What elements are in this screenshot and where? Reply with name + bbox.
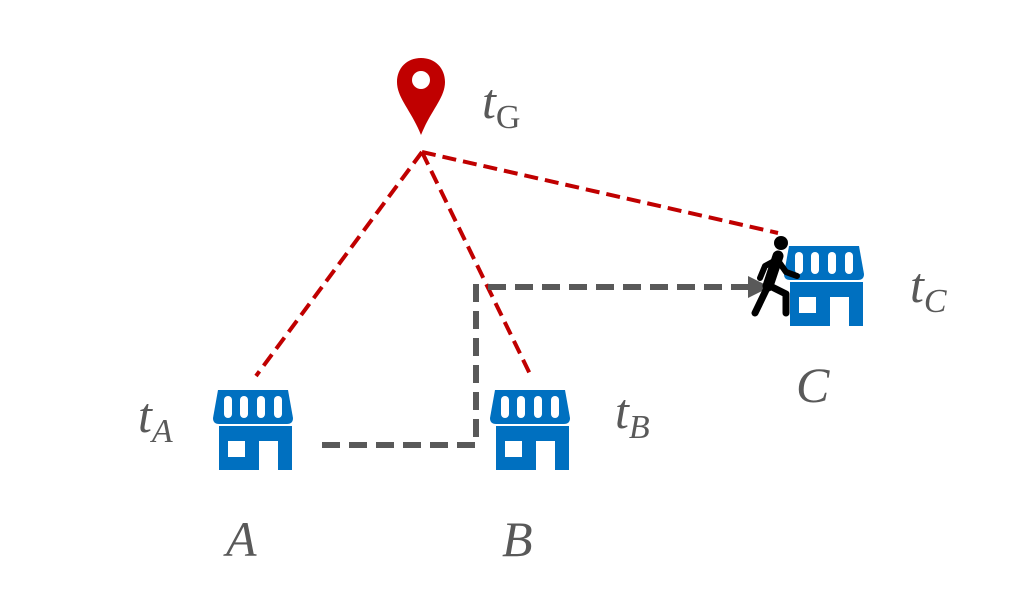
store-icon (784, 246, 864, 326)
store-b-time-label: tB (615, 383, 650, 446)
store-b-name: B (502, 511, 533, 567)
travel-path (322, 284, 752, 448)
store-icon (490, 390, 570, 470)
goal-time-label: tG (482, 73, 520, 136)
store-icon (213, 390, 293, 470)
walking-person-icon (751, 236, 800, 317)
store-c-time-label: tC (910, 257, 947, 320)
store-a-time-label: tA (138, 387, 173, 450)
store-c-name: C (796, 357, 830, 413)
goal-to-c-line (421, 150, 779, 235)
goal-to-a-line (254, 150, 424, 378)
store-a-name: A (223, 511, 257, 567)
map-pin-icon (397, 58, 445, 135)
arrow-head-icon (748, 276, 770, 298)
goal-distance-lines (254, 150, 779, 378)
